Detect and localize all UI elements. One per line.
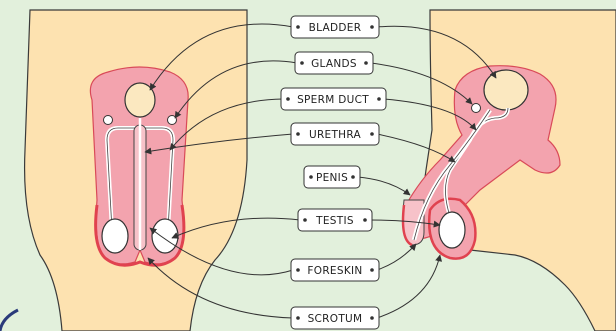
label-sperm-duct-text: SPERM DUCT	[297, 94, 369, 106]
label-foreskin-text: FORESKIN	[307, 265, 362, 277]
label-urethra-text: URETHRA	[309, 129, 362, 141]
label-bladder-text: BLADDER	[309, 22, 362, 34]
label-penis: PENIS	[304, 166, 360, 188]
front-bladder	[125, 83, 155, 117]
label-sperm-duct: SPERM DUCT	[281, 88, 386, 110]
side-gland	[472, 104, 481, 113]
front-testis-right	[152, 219, 178, 253]
front-gland-left	[104, 116, 113, 125]
label-testis-text: TESTIS	[315, 215, 354, 227]
label-bladder: BLADDER	[291, 16, 379, 38]
front-gland-right	[168, 116, 177, 125]
label-glands-text: GLANDS	[311, 58, 357, 70]
label-glands: GLANDS	[295, 52, 373, 74]
side-testis	[439, 212, 465, 248]
label-testis: TESTIS	[298, 209, 372, 231]
side-bladder	[484, 70, 528, 110]
label-scrotum-text: SCROTUM	[308, 313, 363, 325]
front-testis-left	[102, 219, 128, 253]
label-urethra: URETHRA	[291, 123, 379, 145]
label-scrotum: SCROTUM	[291, 307, 379, 329]
label-foreskin: FORESKIN	[291, 259, 379, 281]
label-penis-text: PENIS	[316, 172, 348, 184]
